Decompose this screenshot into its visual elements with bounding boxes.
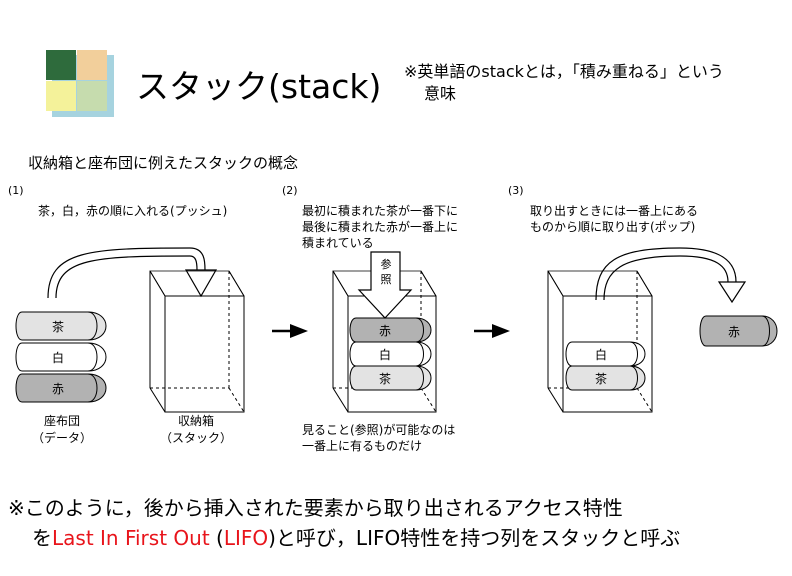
remaining-cushion-shiro: 白	[565, 341, 646, 367]
storage-box-3-front	[562, 295, 653, 413]
reference-note-line-1: 見ること(参照)が可能なのは	[302, 423, 456, 437]
popped-cushion-aka: 赤	[699, 315, 778, 347]
transition-arrow-2	[474, 324, 510, 338]
reference-arrow-label: 参	[381, 257, 392, 271]
reference-note-line-2: 一番上に有るものだけ	[302, 439, 423, 453]
cushion-label: 赤	[728, 325, 740, 339]
cushion-label: 茶	[379, 371, 391, 386]
step-1-number: (1)	[8, 184, 24, 197]
reference-arrow-label: 照	[381, 273, 392, 286]
cushion-caption-sub: （データ）	[32, 430, 92, 445]
step-2-text-line-1: 最初に積まれた茶が一番下に	[302, 204, 459, 218]
cushion-label: 白	[52, 350, 64, 365]
cushion-aka: 赤	[15, 373, 107, 403]
cushion-label: 茶	[52, 319, 64, 334]
conclusion-suffix: )と呼び，LIFO特性を持つ列をスタックと呼ぶ	[268, 526, 681, 550]
transition-arrow-1	[272, 324, 308, 338]
cushion-label: 白	[379, 347, 391, 362]
conclusion-prefix: を	[32, 526, 52, 550]
box-caption-sub: （スタック）	[160, 431, 232, 445]
step-3-text-line-1: 取り出すときには一番上にある	[530, 204, 699, 218]
slide-title: スタック(stack)	[136, 67, 382, 106]
cushion-shiro: 白	[15, 342, 107, 372]
remaining-cushion-cha: 茶	[565, 365, 646, 391]
cushion-label: 白	[595, 347, 607, 362]
note-line-1: ※英単語のstackとは，「積み重ねる」という	[404, 62, 724, 81]
logo-square-dark-green	[46, 50, 76, 80]
cushion-cha: 茶	[15, 311, 107, 341]
stacked-cushion-aka: 赤	[349, 317, 432, 343]
logo-square-peach	[77, 50, 107, 80]
cushion-caption: 座布団	[44, 413, 80, 428]
cushion-label: 赤	[379, 324, 391, 338]
logo-square-yellow	[46, 81, 76, 111]
cushion-label: 茶	[595, 371, 607, 386]
conclusion-paren-open: (	[209, 526, 224, 550]
stacked-cushion-shiro: 白	[349, 341, 432, 367]
cushion-label: 赤	[52, 382, 64, 396]
step-2-text-line-3: 積まれている	[302, 236, 374, 250]
storage-box-1	[149, 270, 245, 413]
push-curved-arrow	[47, 247, 218, 299]
step-2-number: (2)	[282, 184, 298, 197]
stacked-cushion-cha: 茶	[349, 365, 432, 391]
note-line-2: 意味	[424, 84, 457, 103]
pop-curved-arrow	[595, 247, 747, 304]
step-1-text: 茶，白，赤の順に入れる(プッシュ)	[38, 204, 228, 218]
section-heading: 収納箱と座布団に例えたスタックの概念	[28, 154, 299, 172]
step-3-number: (3)	[508, 184, 524, 197]
step-2-text-line-2: 最後に積まれた赤が一番上に	[302, 220, 459, 234]
step-3-text-line-2: ものから順に取り出す(ポップ)	[530, 220, 696, 234]
box-caption: 収納箱	[178, 413, 214, 428]
conclusion-line-1: ※このように，後から挿入された要素から取り出されるアクセス特性	[8, 496, 623, 520]
lifo-full-term: Last In First Out	[52, 526, 210, 550]
conclusion-line-2: をLast In First Out (LIFO)と呼び，LIFO特性を持つ列を…	[32, 522, 680, 551]
reference-arrow: 参 照	[357, 251, 413, 319]
lifo-abbreviation: LIFO	[223, 526, 269, 550]
logo-square-light-green	[77, 81, 107, 111]
title-logo	[46, 50, 114, 117]
